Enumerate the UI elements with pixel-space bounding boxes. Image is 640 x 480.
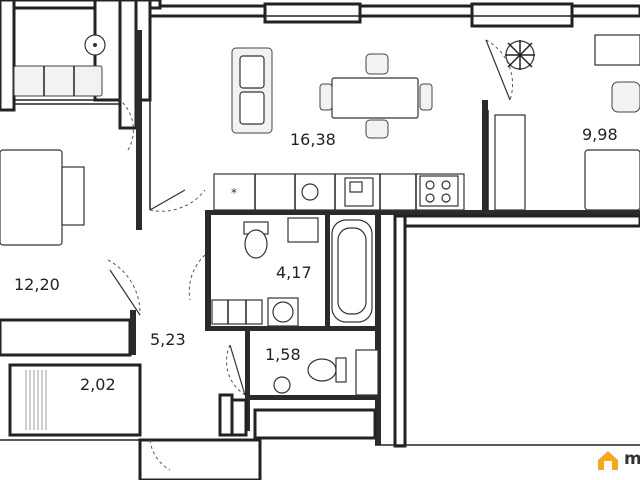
area-label-wc: 1,58 xyxy=(265,345,301,364)
balcony-floor xyxy=(25,370,47,430)
kitchen-counter: * xyxy=(213,173,465,211)
area-label-hallway: 5,23 xyxy=(150,330,186,349)
interior-walls xyxy=(0,16,640,480)
bathroom-fixtures xyxy=(211,217,373,327)
area-label-balcony: 2,02 xyxy=(80,375,116,394)
area-label-living-kitchen: 16,38 xyxy=(290,130,336,149)
left-bedroom-furniture xyxy=(0,12,106,246)
wc-fixtures xyxy=(273,349,379,396)
brand-logo xyxy=(596,448,640,476)
exterior-walls xyxy=(0,0,640,28)
brand-logo-text: m xyxy=(624,449,640,469)
plant-icon xyxy=(505,40,535,70)
living-furniture xyxy=(231,47,433,139)
area-label-bedroom-right: 9,98 xyxy=(582,125,618,144)
svg-text:*: * xyxy=(231,186,237,200)
area-label-bedroom-left: 12,20 xyxy=(14,275,60,294)
house-logo-icon xyxy=(598,451,618,470)
area-label-bathroom: 4,17 xyxy=(276,263,312,282)
doors xyxy=(107,39,514,471)
right-bedroom-furniture xyxy=(494,34,640,211)
